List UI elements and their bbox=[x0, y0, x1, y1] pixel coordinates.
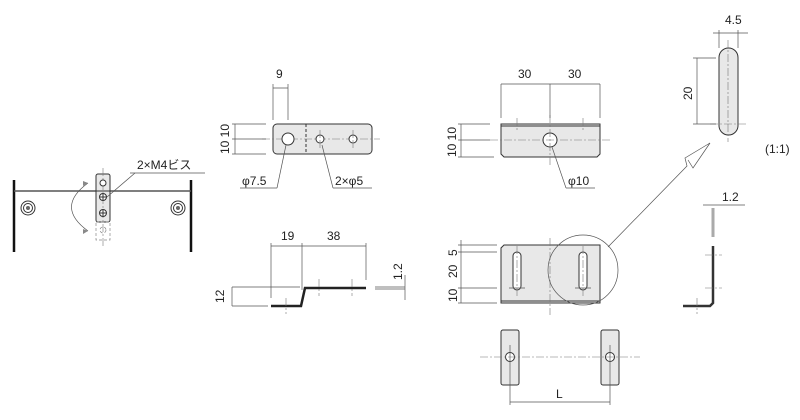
hole-large-label: φ7.5 bbox=[242, 174, 267, 188]
angle-bracket-front-view: 5 20 10 bbox=[446, 234, 619, 315]
installation-view: 2×M4ビス bbox=[12, 158, 205, 252]
dim-thickness: 1.2 bbox=[722, 190, 739, 204]
hole-label: φ10 bbox=[568, 174, 589, 188]
angle-bracket-side-view: 1.2 bbox=[683, 190, 745, 314]
hole-small-label: 2×φ5 bbox=[335, 174, 363, 188]
flat-plate-top-view: 9 10 10 φ7.5 2×φ5 bbox=[218, 67, 380, 189]
bracket-pair-view: L bbox=[480, 329, 640, 405]
flat-plate-side-view: 19 38 12 1.2 bbox=[213, 229, 406, 314]
dim-height: 10 10 bbox=[218, 124, 232, 154]
dim-top: 5 bbox=[446, 249, 460, 256]
dim-length: 20 bbox=[681, 86, 695, 100]
dim-a: 19 bbox=[281, 229, 295, 243]
slot-detail-view: 4.5 20 (1:1) bbox=[607, 13, 790, 248]
dim-right: 30 bbox=[568, 67, 582, 81]
dim-left: 30 bbox=[518, 67, 532, 81]
dim-hole-offset: 9 bbox=[276, 67, 283, 81]
dim-pitch: L bbox=[556, 387, 563, 401]
scale-label: (1:1) bbox=[765, 142, 790, 156]
dim-b: 38 bbox=[327, 229, 341, 243]
dim-height: 10 10 bbox=[445, 127, 459, 157]
dim-offset: 12 bbox=[213, 289, 227, 303]
angle-bracket-top-view: 30 30 10 10 φ10 bbox=[445, 67, 610, 189]
bolt-icon bbox=[20, 200, 36, 216]
bolt-icon bbox=[170, 200, 186, 216]
screw-label: 2×M4ビス bbox=[137, 158, 191, 172]
dim-bottom: 10 bbox=[446, 288, 460, 302]
dim-width: 4.5 bbox=[725, 13, 742, 27]
dim-slot: 20 bbox=[446, 264, 460, 278]
dim-thickness: 1.2 bbox=[391, 263, 405, 280]
